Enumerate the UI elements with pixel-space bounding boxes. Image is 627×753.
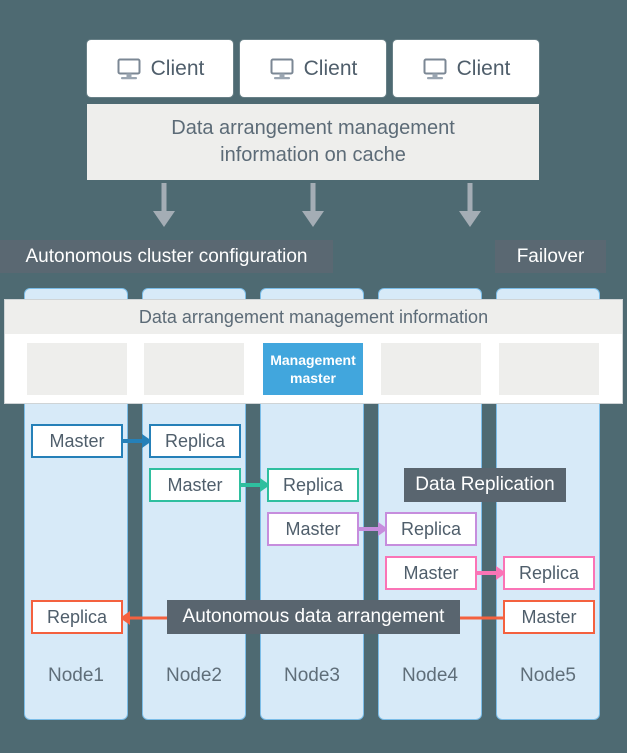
replication-line-5-right xyxy=(460,608,510,633)
role-label: Master xyxy=(403,562,459,583)
role-box-master-node5[interactable]: Master xyxy=(503,600,595,634)
info-slot-4[interactable] xyxy=(381,343,481,395)
role-label: Replica xyxy=(46,606,108,627)
client-label: Client xyxy=(303,56,358,80)
role-label: Master xyxy=(167,474,223,495)
node-label-1: Node1 xyxy=(48,665,104,686)
replication-arrow-3 xyxy=(358,519,389,544)
bar-data-replication: Data Replication xyxy=(404,468,566,502)
client-box-2[interactable]: Client xyxy=(240,40,386,97)
bar-cluster-configuration-label: Autonomous cluster configuration xyxy=(25,245,308,267)
management-master-label: Management master xyxy=(270,352,356,386)
role-box-master-node1[interactable]: Master xyxy=(31,424,123,458)
info-panel-header-label: Data arrangement management information xyxy=(138,306,489,327)
role-box-master-node4[interactable]: Master xyxy=(385,556,477,590)
bar-failover-label: Failover xyxy=(516,245,585,267)
replication-arrow-4 xyxy=(476,563,507,588)
node-label-4: Node4 xyxy=(402,665,458,686)
node-label-3: Node3 xyxy=(284,665,340,686)
client-box-3[interactable]: Client xyxy=(393,40,539,97)
arrow-down-3 xyxy=(456,183,484,234)
role-label: Replica xyxy=(164,430,226,451)
role-label: Replica xyxy=(518,562,580,583)
client-label: Client xyxy=(456,56,511,80)
role-box-replica-node3[interactable]: Replica xyxy=(267,468,359,502)
node-label-2: Node2 xyxy=(166,665,222,686)
node-label-5: Node5 xyxy=(520,665,576,686)
role-box-master-node2[interactable]: Master xyxy=(149,468,241,502)
role-box-master-node3[interactable]: Master xyxy=(267,512,359,546)
monitor-icon xyxy=(422,57,448,81)
role-box-replica-node4[interactable]: Replica xyxy=(385,512,477,546)
info-slot-3-management-master[interactable]: Management master xyxy=(263,343,363,395)
replication-arrow-1 xyxy=(122,431,153,456)
role-box-replica-node5[interactable]: Replica xyxy=(503,556,595,590)
bar-data-replication-label: Data Replication xyxy=(415,474,555,495)
client-label: Client xyxy=(150,56,205,80)
info-slot-1[interactable] xyxy=(27,343,127,395)
bar-cluster-configuration: Autonomous cluster configuration xyxy=(0,240,333,273)
bar-data-arrangement: Autonomous data arrangement xyxy=(167,600,460,634)
monitor-icon xyxy=(269,57,295,81)
cache-panel-label: Data arrangement management information … xyxy=(171,117,455,166)
arrow-down-2 xyxy=(299,183,327,234)
monitor-icon xyxy=(116,57,142,81)
cache-panel: Data arrangement management information … xyxy=(87,104,539,180)
role-label: Master xyxy=(521,606,577,627)
arrow-down-1 xyxy=(150,183,178,234)
role-label: Master xyxy=(285,518,341,539)
role-box-replica-node1[interactable]: Replica xyxy=(31,600,123,634)
info-panel-header: Data arrangement management information xyxy=(5,300,622,334)
role-box-replica-node2[interactable]: Replica xyxy=(149,424,241,458)
bar-data-arrangement-label: Autonomous data arrangement xyxy=(182,606,445,627)
info-slot-5[interactable] xyxy=(499,343,599,395)
client-box-1[interactable]: Client xyxy=(87,40,233,97)
role-label: Replica xyxy=(400,518,462,539)
replication-arrow-2 xyxy=(240,475,271,500)
role-label: Replica xyxy=(282,474,344,495)
info-slot-2[interactable] xyxy=(144,343,244,395)
replication-arrow-5-left xyxy=(119,608,171,633)
bar-failover: Failover xyxy=(495,240,606,273)
role-label: Master xyxy=(49,430,105,451)
